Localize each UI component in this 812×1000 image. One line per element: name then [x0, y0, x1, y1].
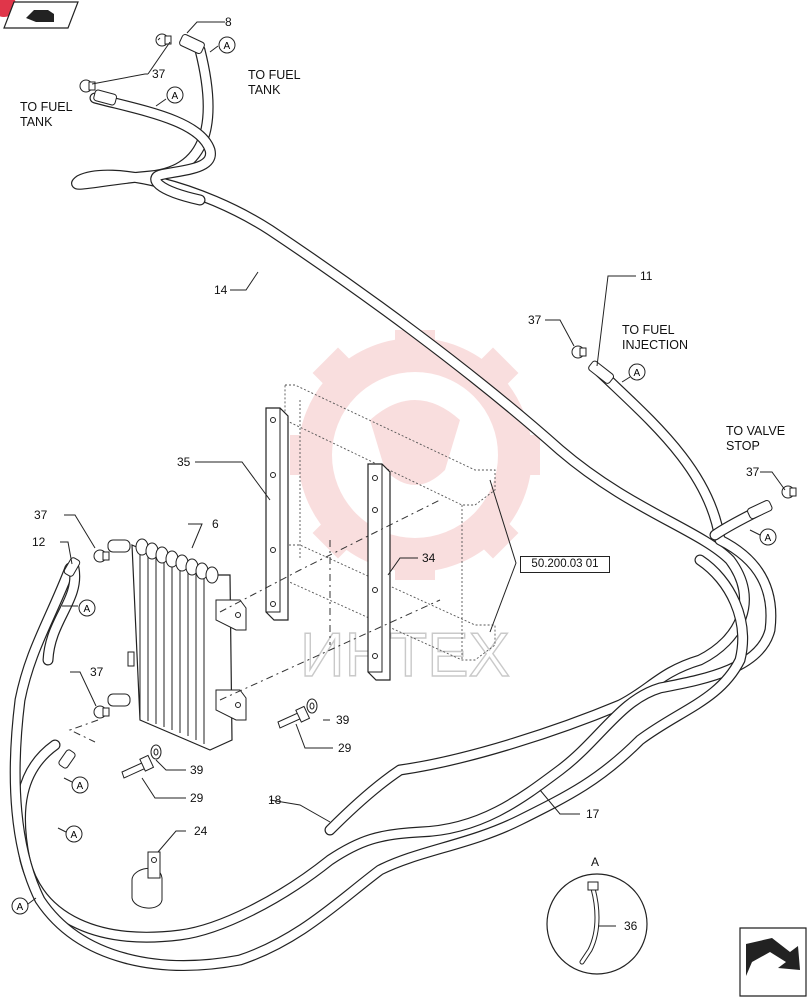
- hose-clamp-37-valve: [781, 485, 797, 499]
- tube-17: [15, 366, 777, 943]
- detail-marker-a-5: A: [62, 599, 96, 617]
- callout-34: 34: [422, 551, 436, 565]
- callout-24: 24: [194, 824, 208, 838]
- bolt-29-left: [121, 754, 155, 779]
- svg-text:A: A: [77, 781, 84, 792]
- hose-clamp-37-cooler-top: [93, 549, 110, 563]
- note-to-fuel-tank-left-1: TO FUEL: [20, 100, 73, 114]
- callout-11: 11: [640, 269, 653, 283]
- svg-text:A: A: [84, 604, 91, 615]
- note-to-fuel-tank-right-2: TANK: [248, 83, 281, 97]
- callout-39-left: 39: [190, 763, 204, 777]
- svg-text:A: A: [765, 533, 772, 544]
- detail-view-a: [546, 873, 648, 975]
- callout-37-cooler-top: 37: [34, 508, 48, 522]
- pipe-end-valve-stop: [747, 499, 773, 520]
- note-to-valve-stop-2: STOP: [726, 439, 760, 453]
- washer-39-right: [306, 698, 318, 714]
- callout-14: 14: [214, 283, 228, 297]
- callout-37-injection: 37: [528, 313, 542, 327]
- center-lines: [68, 499, 441, 743]
- callout-37-top: 37: [152, 67, 166, 81]
- book-back-icon[interactable]: [3, 1, 79, 29]
- note-to-fuel-tank-right-1: TO FUEL: [248, 68, 301, 82]
- fuel-cooler-6: [107, 538, 247, 751]
- note-to-fuel-injection-1: TO FUEL: [622, 323, 675, 337]
- callout-18: 18: [268, 793, 282, 807]
- hose-clamp-37-top: [155, 33, 172, 47]
- mounting-bracket-outline: [284, 384, 496, 661]
- watermark-gear-logo: [290, 330, 540, 580]
- svg-text:A: A: [224, 41, 231, 52]
- callout-8: 8: [225, 15, 232, 29]
- callout-29-right: 29: [338, 741, 352, 755]
- note-to-fuel-injection-2: INJECTION: [622, 338, 688, 352]
- note-to-fuel-tank-left-2: TANK: [20, 115, 53, 129]
- callout-37-cooler-bottom: 37: [90, 665, 104, 679]
- detail-marker-a-4: A: [749, 528, 777, 546]
- plate-34: [367, 463, 391, 681]
- pipe-end-left-tank: [93, 89, 118, 106]
- watermark-text: ИНТЕХ: [300, 621, 510, 690]
- detail-marker-a-3: A: [621, 363, 646, 383]
- bolt-29-right: [277, 705, 311, 729]
- callout-36: 36: [624, 919, 638, 933]
- svg-text:A: A: [172, 91, 179, 102]
- callout-35: 35: [177, 455, 191, 469]
- pipe-end-11: [588, 360, 615, 384]
- next-page-arrow-icon[interactable]: [739, 927, 807, 997]
- tube-fuel-tank-left: [89, 92, 216, 206]
- hose-clamp-37-left: [79, 79, 96, 93]
- detail-marker-a-7: A: [57, 825, 83, 843]
- reference-link-box[interactable]: 50.200.03 01: [520, 556, 610, 573]
- svg-text:A: A: [634, 368, 641, 379]
- tube-14: [71, 44, 750, 836]
- detail-marker-a-2: A: [155, 86, 184, 107]
- callout-37-valve: 37: [746, 465, 760, 479]
- plate-35: [265, 407, 289, 621]
- hose-12: [42, 557, 81, 769]
- clip-24: [131, 851, 163, 909]
- detail-marker-a-6: A: [63, 776, 89, 794]
- callout-39-right: 39: [336, 713, 350, 727]
- svg-text:A: A: [71, 830, 78, 841]
- tube-18: [9, 554, 749, 971]
- washer-39-left: [150, 744, 162, 760]
- callout-6: 6: [212, 517, 219, 531]
- note-to-valve-stop-1: TO VALVE: [726, 424, 786, 438]
- pipe-end-8: [179, 33, 205, 55]
- callout-17: 17: [586, 807, 600, 821]
- detail-marker-a-8: A: [11, 897, 37, 915]
- leader-lines: [60, 21, 786, 927]
- hose-clamp-37-injection: [571, 345, 587, 359]
- callout-29-left: 29: [190, 791, 204, 805]
- detail-marker-a-1: A: [209, 36, 236, 54]
- svg-text:A: A: [17, 902, 24, 913]
- hose-clamp-37-cooler-bottom: [93, 705, 110, 719]
- callout-12: 12: [32, 535, 46, 549]
- detail-view-a-title: A: [591, 855, 600, 869]
